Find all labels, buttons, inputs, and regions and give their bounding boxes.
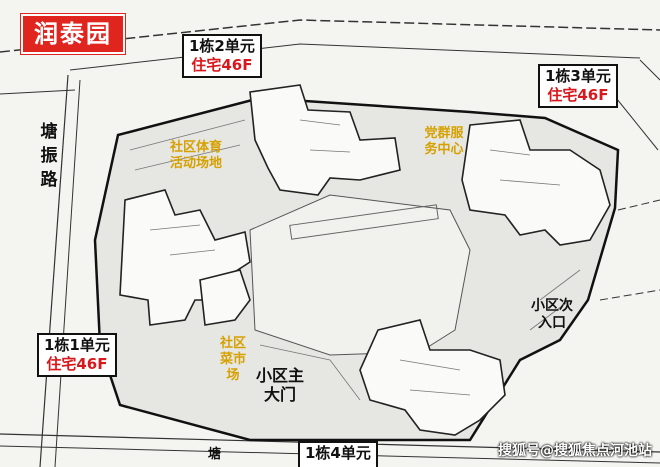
amenity-community-market: 社区菜市场 [219,336,246,383]
building-label-1-4: 1栋4单元 [298,441,378,467]
amenity-sports-ground: 社区体育活动场地 [169,140,222,171]
building-footprint-southwest [199,269,251,326]
building-unit-label: 1栋2单元 [189,37,255,55]
road-label-south: 塘 [208,447,222,462]
project-title: 润泰园 [21,14,125,54]
central-plaza [249,194,471,356]
building-label-1-3: 1栋3单元 住宅46F [538,64,618,108]
plan-detail-lines [129,119,581,401]
building-label-1-1: 1栋1单元 住宅46F [37,333,117,377]
road-label-tangzhen: 塘振路 [40,122,58,190]
building-footprint-north [249,84,401,196]
building-floors-label: 住宅46F [46,355,108,373]
building-floors-label: 住宅46F [547,86,609,104]
secondary-entrance-label: 小区次入口 [531,298,573,331]
building-unit-label: 1栋4单元 [305,444,371,462]
amenity-party-service-center: 党群服务中心 [424,126,464,157]
building-footprint-south [359,319,506,436]
building-unit-label: 1栋3单元 [545,67,611,85]
building-unit-label: 1栋1单元 [44,336,110,354]
building-floors-label: 住宅46F [191,56,253,74]
building-label-1-2: 1栋2单元 住宅46F [182,34,262,78]
main-gate-label: 小区主大门 [256,366,305,404]
watermark: 搜狐号@搜狐焦点河池站 [498,443,652,459]
